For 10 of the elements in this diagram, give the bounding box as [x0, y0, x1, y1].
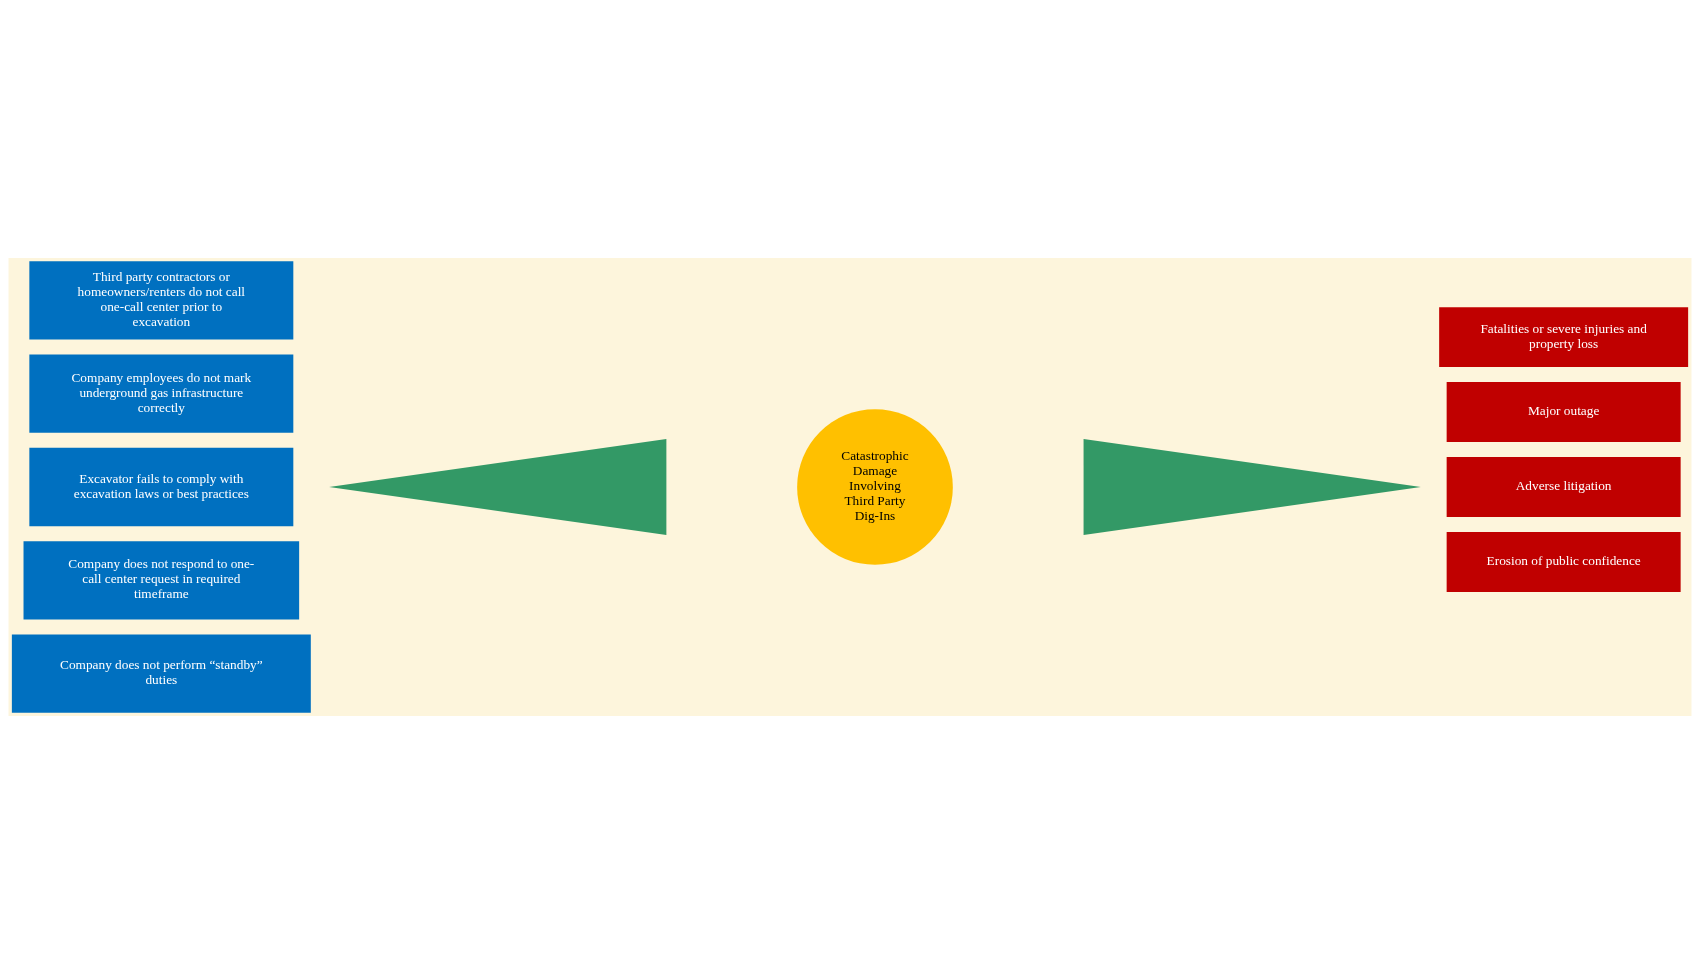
node-circle: Catastrophic Damage Involving Third Party Dig-Ins: [797, 409, 953, 565]
node-box: Third party contractors or homeowners/renters do not call one-call center prior to excavation: [29, 261, 294, 340]
node-box: Adverse litigation: [1446, 457, 1681, 517]
node-box: Erosion of public confidence: [1446, 531, 1681, 592]
node-box: Company does not perform “standby” duties: [11, 634, 311, 713]
node-box: Excavator fails to comply with excavation laws or best practices: [29, 447, 294, 527]
node-box: Company employees do not mark underground gas infrastructure correctly: [29, 354, 294, 433]
node-box: Major outage: [1446, 382, 1681, 443]
node-box: Fatalities or severe injuries and property loss: [1439, 307, 1689, 368]
node-box: Company does not respond to one-call center request in required timeframe: [23, 541, 300, 620]
